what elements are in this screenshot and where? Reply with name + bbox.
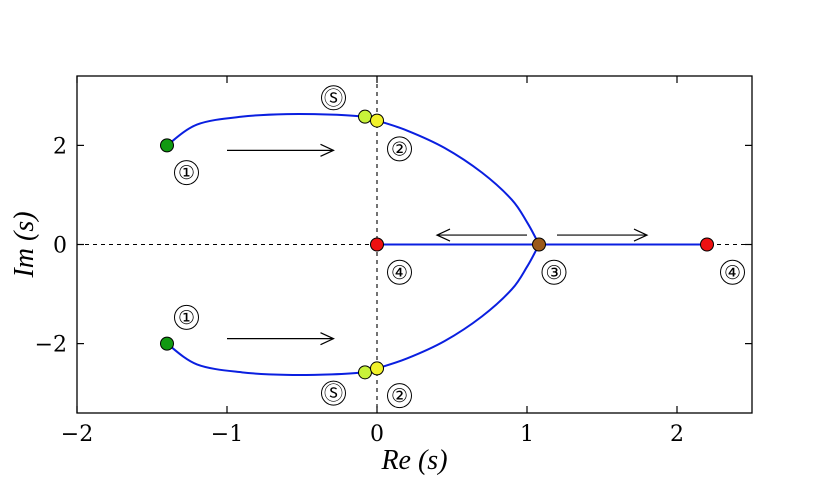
- arrow-head: [320, 332, 335, 346]
- annotation-ring: [387, 383, 412, 409]
- annotation-text: ③: [545, 262, 562, 284]
- x-tick-label: 0: [370, 422, 384, 447]
- y-tick-label: −2: [35, 333, 67, 358]
- x-axis-label: Re (s): [380, 445, 447, 476]
- annotation-text: Ⓢ: [324, 87, 343, 109]
- point-annotations: ① ① Ⓢ Ⓢ ② ② ③ ④ ④: [174, 85, 745, 409]
- annotation-text: ①: [178, 307, 195, 329]
- annotation: Ⓢ: [321, 85, 346, 111]
- direction-arrow: [435, 228, 527, 242]
- annotation-ring: [321, 85, 346, 111]
- annotation-text: Ⓢ: [324, 383, 343, 405]
- pole-marker: [358, 109, 372, 124]
- pole-marker: [532, 237, 546, 252]
- annotation-ring: [174, 304, 199, 330]
- direction-arrow: [227, 332, 335, 346]
- annotation-ring: [541, 259, 567, 285]
- annotation-ring: [174, 160, 199, 186]
- direction-arrow: [557, 228, 649, 242]
- annotation-text: ①: [178, 162, 195, 184]
- x-tick-label: 2: [670, 422, 684, 447]
- x-tick-label: −2: [61, 422, 93, 447]
- annotation-ring: [387, 136, 412, 162]
- locus-upper-branch: [166, 113, 540, 245]
- annotation-text: ②: [391, 138, 408, 160]
- annotation-text: ④: [724, 262, 741, 284]
- annotation-ring: [321, 380, 346, 406]
- pole-marker: [370, 237, 384, 252]
- pole-marker: [700, 237, 714, 252]
- arrow-head: [320, 143, 335, 157]
- annotation: ④: [720, 259, 745, 285]
- pole-marker: [160, 138, 174, 153]
- annotation: ①: [174, 160, 199, 186]
- y-axis-label: Im (s): [9, 211, 40, 278]
- locus-lower-branch: [166, 244, 540, 376]
- y-tick-label: 2: [53, 134, 67, 159]
- direction-arrow: [227, 143, 335, 157]
- arrow-head: [435, 228, 451, 242]
- y-tick-label: 0: [53, 234, 67, 259]
- annotation: ②: [387, 136, 412, 162]
- annotation-ring: [720, 259, 745, 285]
- pole-marker: [358, 365, 372, 380]
- annotation-text: ②: [391, 385, 408, 407]
- pole-markers: [160, 109, 714, 380]
- tick-labels: −2 −1 0 1 2 −2 0 2: [35, 134, 684, 447]
- plot-frame: [76, 75, 753, 414]
- annotation-text: ④: [391, 262, 408, 284]
- pole-marker: [370, 361, 384, 376]
- annotation: ②: [387, 383, 412, 409]
- annotation-ring: [387, 259, 412, 285]
- x-tick-label: 1: [520, 422, 534, 447]
- annotation: ③: [541, 259, 567, 285]
- pole-marker: [370, 113, 384, 128]
- arrow-head: [633, 228, 649, 242]
- pole-marker: [160, 336, 174, 351]
- x-tick-label: −1: [211, 422, 243, 447]
- direction-arrows: [227, 143, 649, 346]
- annotation: ④: [387, 259, 412, 285]
- annotation: Ⓢ: [321, 380, 346, 406]
- annotation: ①: [174, 304, 199, 330]
